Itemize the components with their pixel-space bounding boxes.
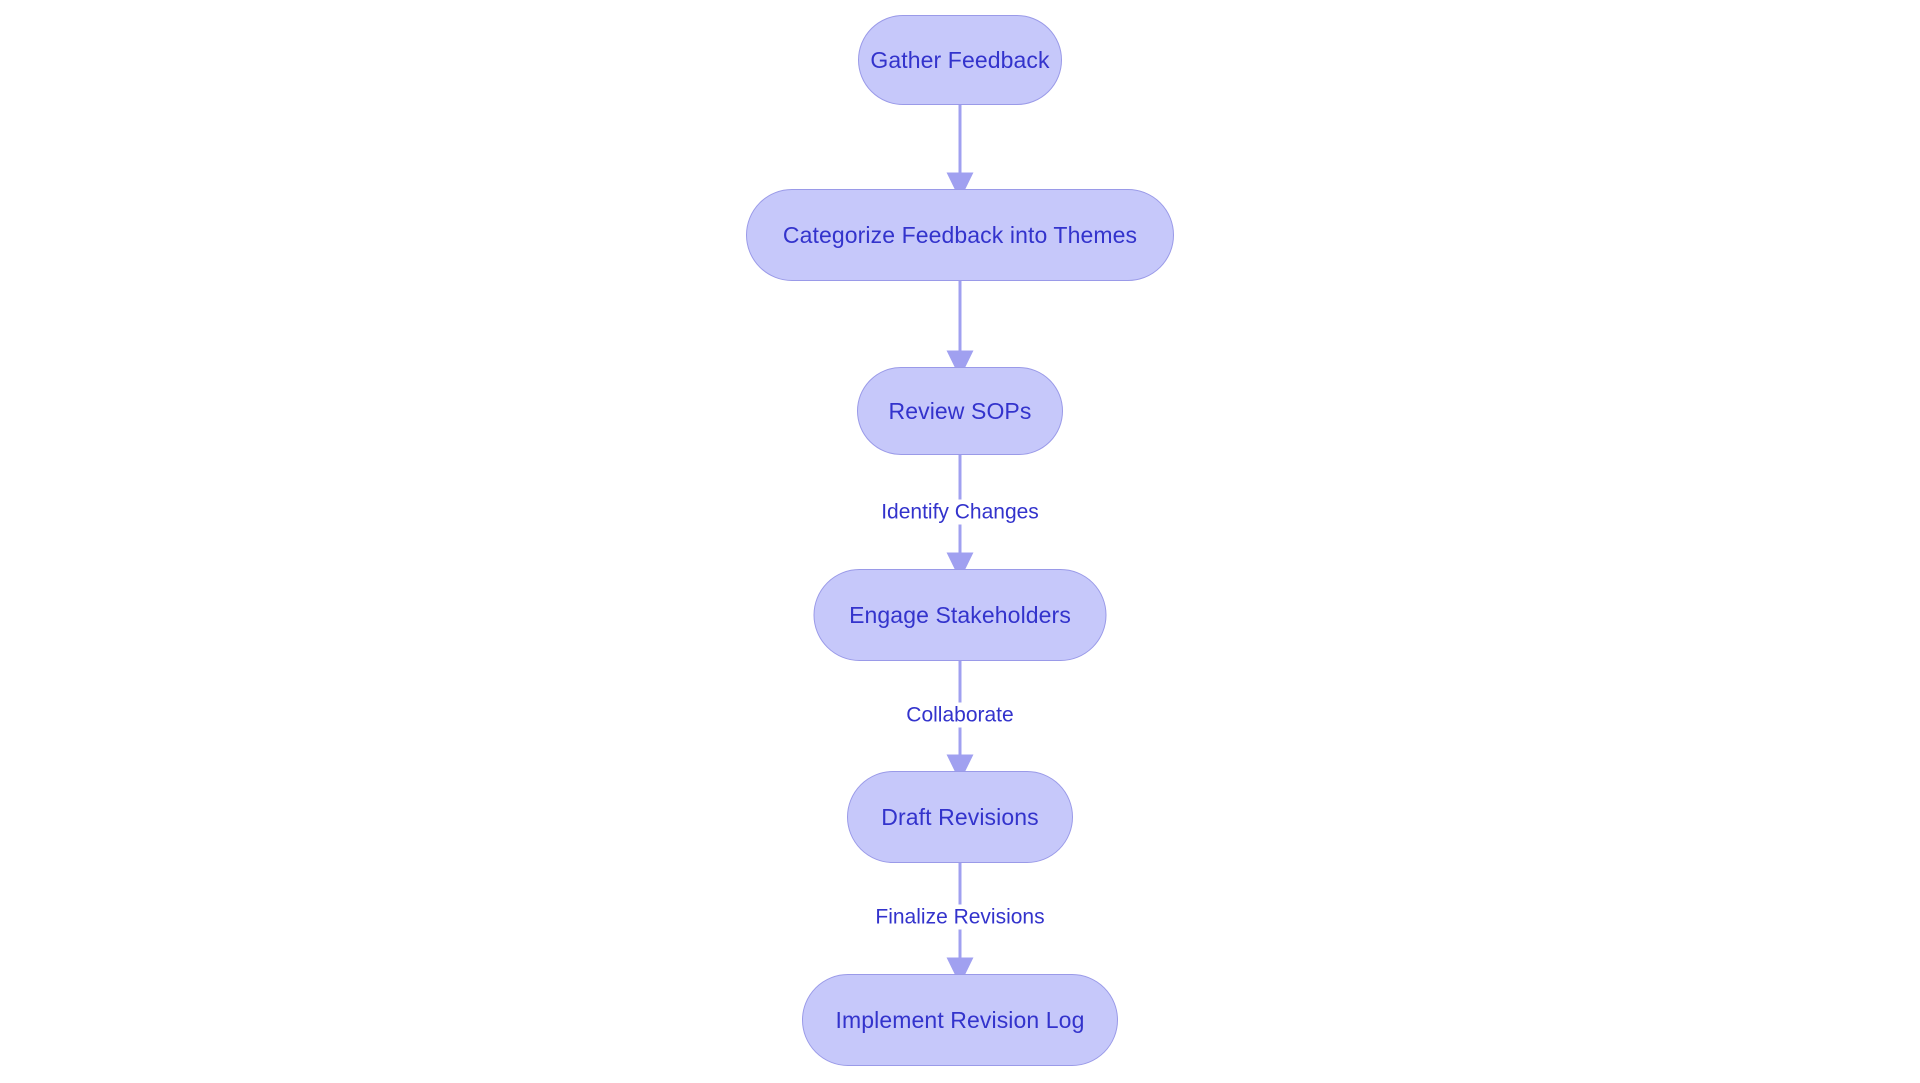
edge-label-collaborate: Collaborate xyxy=(900,702,1020,728)
node-implement-revision-log[interactable]: Implement Revision Log xyxy=(802,974,1118,1066)
node-engage-stakeholders[interactable]: Engage Stakeholders xyxy=(813,569,1107,661)
node-label-gather-feedback: Gather Feedback xyxy=(870,46,1050,73)
node-categorize-feedback[interactable]: Categorize Feedback into Themes xyxy=(746,189,1174,281)
edge-label-identify-changes: Identify Changes xyxy=(875,499,1045,525)
node-label-implement-revision-log: Implement Revision Log xyxy=(835,1006,1085,1033)
node-label-engage-stakeholders: Engage Stakeholders xyxy=(849,601,1071,628)
node-draft-revisions[interactable]: Draft Revisions xyxy=(847,771,1073,863)
node-label-review-sops: Review SOPs xyxy=(888,397,1032,424)
edge-label-finalize-revisions: Finalize Revisions xyxy=(869,904,1051,930)
node-label-categorize-feedback: Categorize Feedback into Themes xyxy=(782,221,1138,248)
node-gather-feedback[interactable]: Gather Feedback xyxy=(858,15,1062,105)
node-review-sops[interactable]: Review SOPs xyxy=(857,367,1063,455)
node-label-draft-revisions: Draft Revisions xyxy=(881,803,1039,830)
